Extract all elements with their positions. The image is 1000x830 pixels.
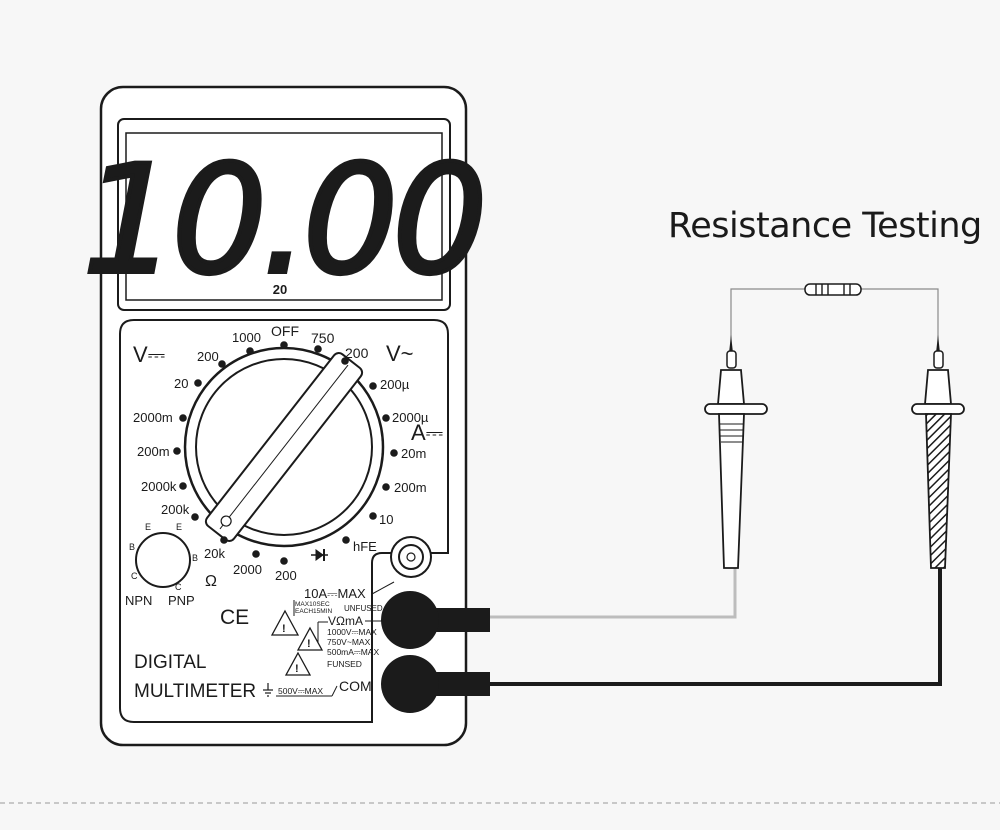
resistor-body: [804, 283, 862, 296]
dial-label-adc-10: 10: [379, 512, 393, 527]
dial-label-adc-20m: 20m: [401, 446, 426, 461]
dial-label-hfe: hFE: [353, 539, 377, 554]
black-probe[interactable]: [911, 335, 965, 569]
hfe-pin-npn-c: C: [131, 571, 138, 581]
ce-mark: CE: [220, 606, 249, 629]
dial-label-vdc-1000: 1000: [232, 330, 261, 345]
hfe-pin-pnp-c: C: [175, 582, 182, 592]
ground-icon: [263, 683, 273, 697]
hfe-pin-npn-b: B: [129, 542, 135, 552]
dial-label-ohm-2000: 2000: [233, 562, 262, 577]
dial-label-vac-750: 750: [311, 330, 335, 346]
rotary-selector[interactable]: [183, 346, 385, 548]
jack-10a[interactable]: [390, 536, 432, 578]
hfe-label-pnp: PNP: [168, 593, 195, 608]
dial-label-vdc-20: 20: [174, 376, 188, 391]
label-each15min: EACH15MIN: [295, 608, 333, 615]
svg-text:!: !: [307, 638, 311, 650]
lcd-screen: [125, 132, 443, 301]
hfe-label-npn: NPN: [125, 593, 152, 608]
dial-label-off: OFF: [271, 323, 299, 339]
label-funsed: FUNSED: [327, 659, 362, 669]
dial-label-vac-200: 200: [345, 345, 369, 361]
label-com-limit: 500V⎓MAX: [278, 686, 323, 696]
dial-position-dots: [173, 341, 398, 565]
dial-label-adc-2000u: 2000µ: [392, 410, 429, 425]
hfe-pin-npn-e: E: [145, 522, 151, 532]
warning-icon: [270, 609, 324, 676]
brand-line-1: DIGITAL: [134, 652, 207, 673]
label-10a-max: 10A⎓MAX: [304, 586, 366, 601]
section-label-vac: V~: [386, 341, 414, 366]
hfe-pin-pnp-b: B: [192, 553, 198, 563]
dial-label-vdc-2000m: 2000m: [133, 410, 173, 425]
dial-label-ohm-20k: 20k: [204, 546, 225, 561]
lcd-reading: 10.00: [82, 134, 481, 308]
hfe-socket-ring: [135, 532, 191, 588]
dial-label-adc-200m: 200m: [394, 480, 427, 495]
red-lead-plug[interactable]: [381, 591, 490, 649]
dial-pointer: [204, 352, 364, 542]
section-label-adc: A⎓: [411, 420, 443, 445]
section-label-vdc: V⎓: [133, 342, 165, 367]
section-label-ohm: Ω: [205, 573, 217, 590]
label-com: COM: [339, 678, 372, 694]
dial-label-ohm-200k: 200k: [161, 502, 190, 517]
label-750v-max: 750V~MAX: [327, 637, 371, 647]
label-max10sec: MAX10SEC: [295, 601, 330, 608]
dial-label-vdc-200: 200: [197, 349, 219, 364]
svg-text:!: !: [282, 623, 286, 635]
label-500ma-max: 500mA⎓MAX: [327, 647, 379, 657]
multimeter: 10.00 20: [80, 85, 490, 747]
black-lead-wire: [490, 568, 942, 686]
dial-label-vdc-200m: 200m: [137, 444, 170, 459]
terminal-annotations: 10A⎓MAX MAX10SEC EACH15MIN UNFUSED VΩmA …: [263, 581, 395, 697]
black-lead-plug[interactable]: [381, 655, 490, 713]
hfe-pin-pnp-e: E: [176, 522, 182, 532]
svg-text:!: !: [295, 663, 299, 675]
dial-label-adc-200u: 200µ: [380, 377, 410, 392]
hfe-socket[interactable]: E B C E B C NPN PNP: [125, 522, 198, 608]
diode-icon: [311, 549, 328, 561]
red-probe[interactable]: [704, 335, 768, 569]
label-1000v-max: 1000V⎓MAX: [327, 627, 377, 637]
label-vomA: VΩmA: [328, 614, 363, 628]
lcd-range-label: 20: [273, 282, 287, 297]
red-lead-wire: [490, 565, 737, 619]
resistor: [730, 283, 939, 353]
dial-label-ohm-200: 200: [275, 568, 297, 583]
label-unfused: UNFUSED: [344, 604, 383, 613]
brand-line-2: MULTIMETER: [134, 681, 256, 702]
page-title: Resistance Testing: [668, 206, 982, 246]
dial-label-ohm-2000k: 2000k: [141, 479, 177, 494]
